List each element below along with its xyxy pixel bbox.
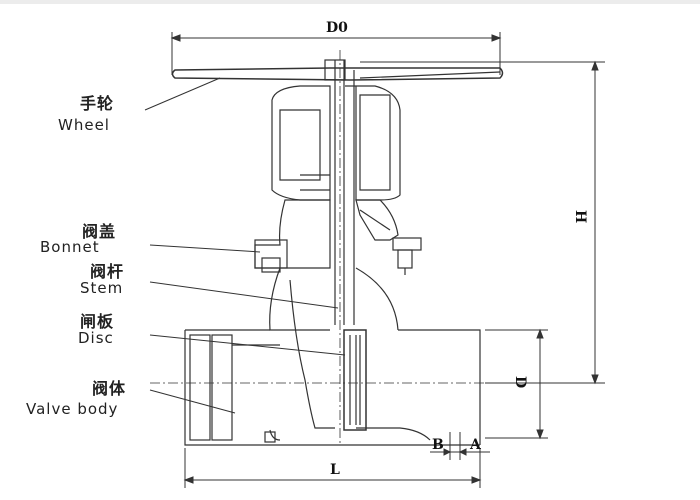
leader-disc xyxy=(149,334,346,356)
dim-label-l: L xyxy=(330,462,340,478)
label-body-cn: 阀体 xyxy=(92,379,127,398)
bonnet xyxy=(254,199,399,273)
label-stem-en: Stem xyxy=(80,279,124,297)
leader-bonnet xyxy=(149,244,261,253)
label-wheel-en: Wheel xyxy=(58,116,110,134)
label-disc-en: Disc xyxy=(78,329,114,347)
label-stem-cn: 阀杆 xyxy=(90,262,125,281)
side-bolt xyxy=(392,237,422,275)
dimension-d xyxy=(485,328,548,440)
dim-label-b: B xyxy=(432,437,444,453)
label-bonnet-cn: 阀盖 xyxy=(82,222,117,241)
label-bonnet-en: Bonnet xyxy=(40,238,100,256)
dimension-h xyxy=(360,60,605,385)
handwheel xyxy=(171,59,504,81)
dimension-d0 xyxy=(170,32,502,75)
disc-gate xyxy=(343,329,367,431)
dim-label-a: A xyxy=(470,437,481,453)
valve-body-shape xyxy=(184,329,481,446)
leader-body xyxy=(149,389,236,414)
leader-stem xyxy=(149,281,339,309)
dimension-b-a xyxy=(430,432,490,460)
yoke xyxy=(271,85,401,201)
dim-label-d: D xyxy=(512,376,528,389)
dim-label-h: H xyxy=(572,210,588,224)
dim-label-d0: D0 xyxy=(326,20,348,36)
dimension-l xyxy=(183,448,482,488)
leader-wheel xyxy=(144,77,221,111)
label-disc-cn: 闸板 xyxy=(80,312,115,331)
top-border xyxy=(0,0,700,4)
stem xyxy=(334,60,355,325)
label-body-en: Valve body xyxy=(26,400,119,418)
body-neck xyxy=(269,267,399,429)
label-wheel-cn: 手轮 xyxy=(80,94,115,113)
